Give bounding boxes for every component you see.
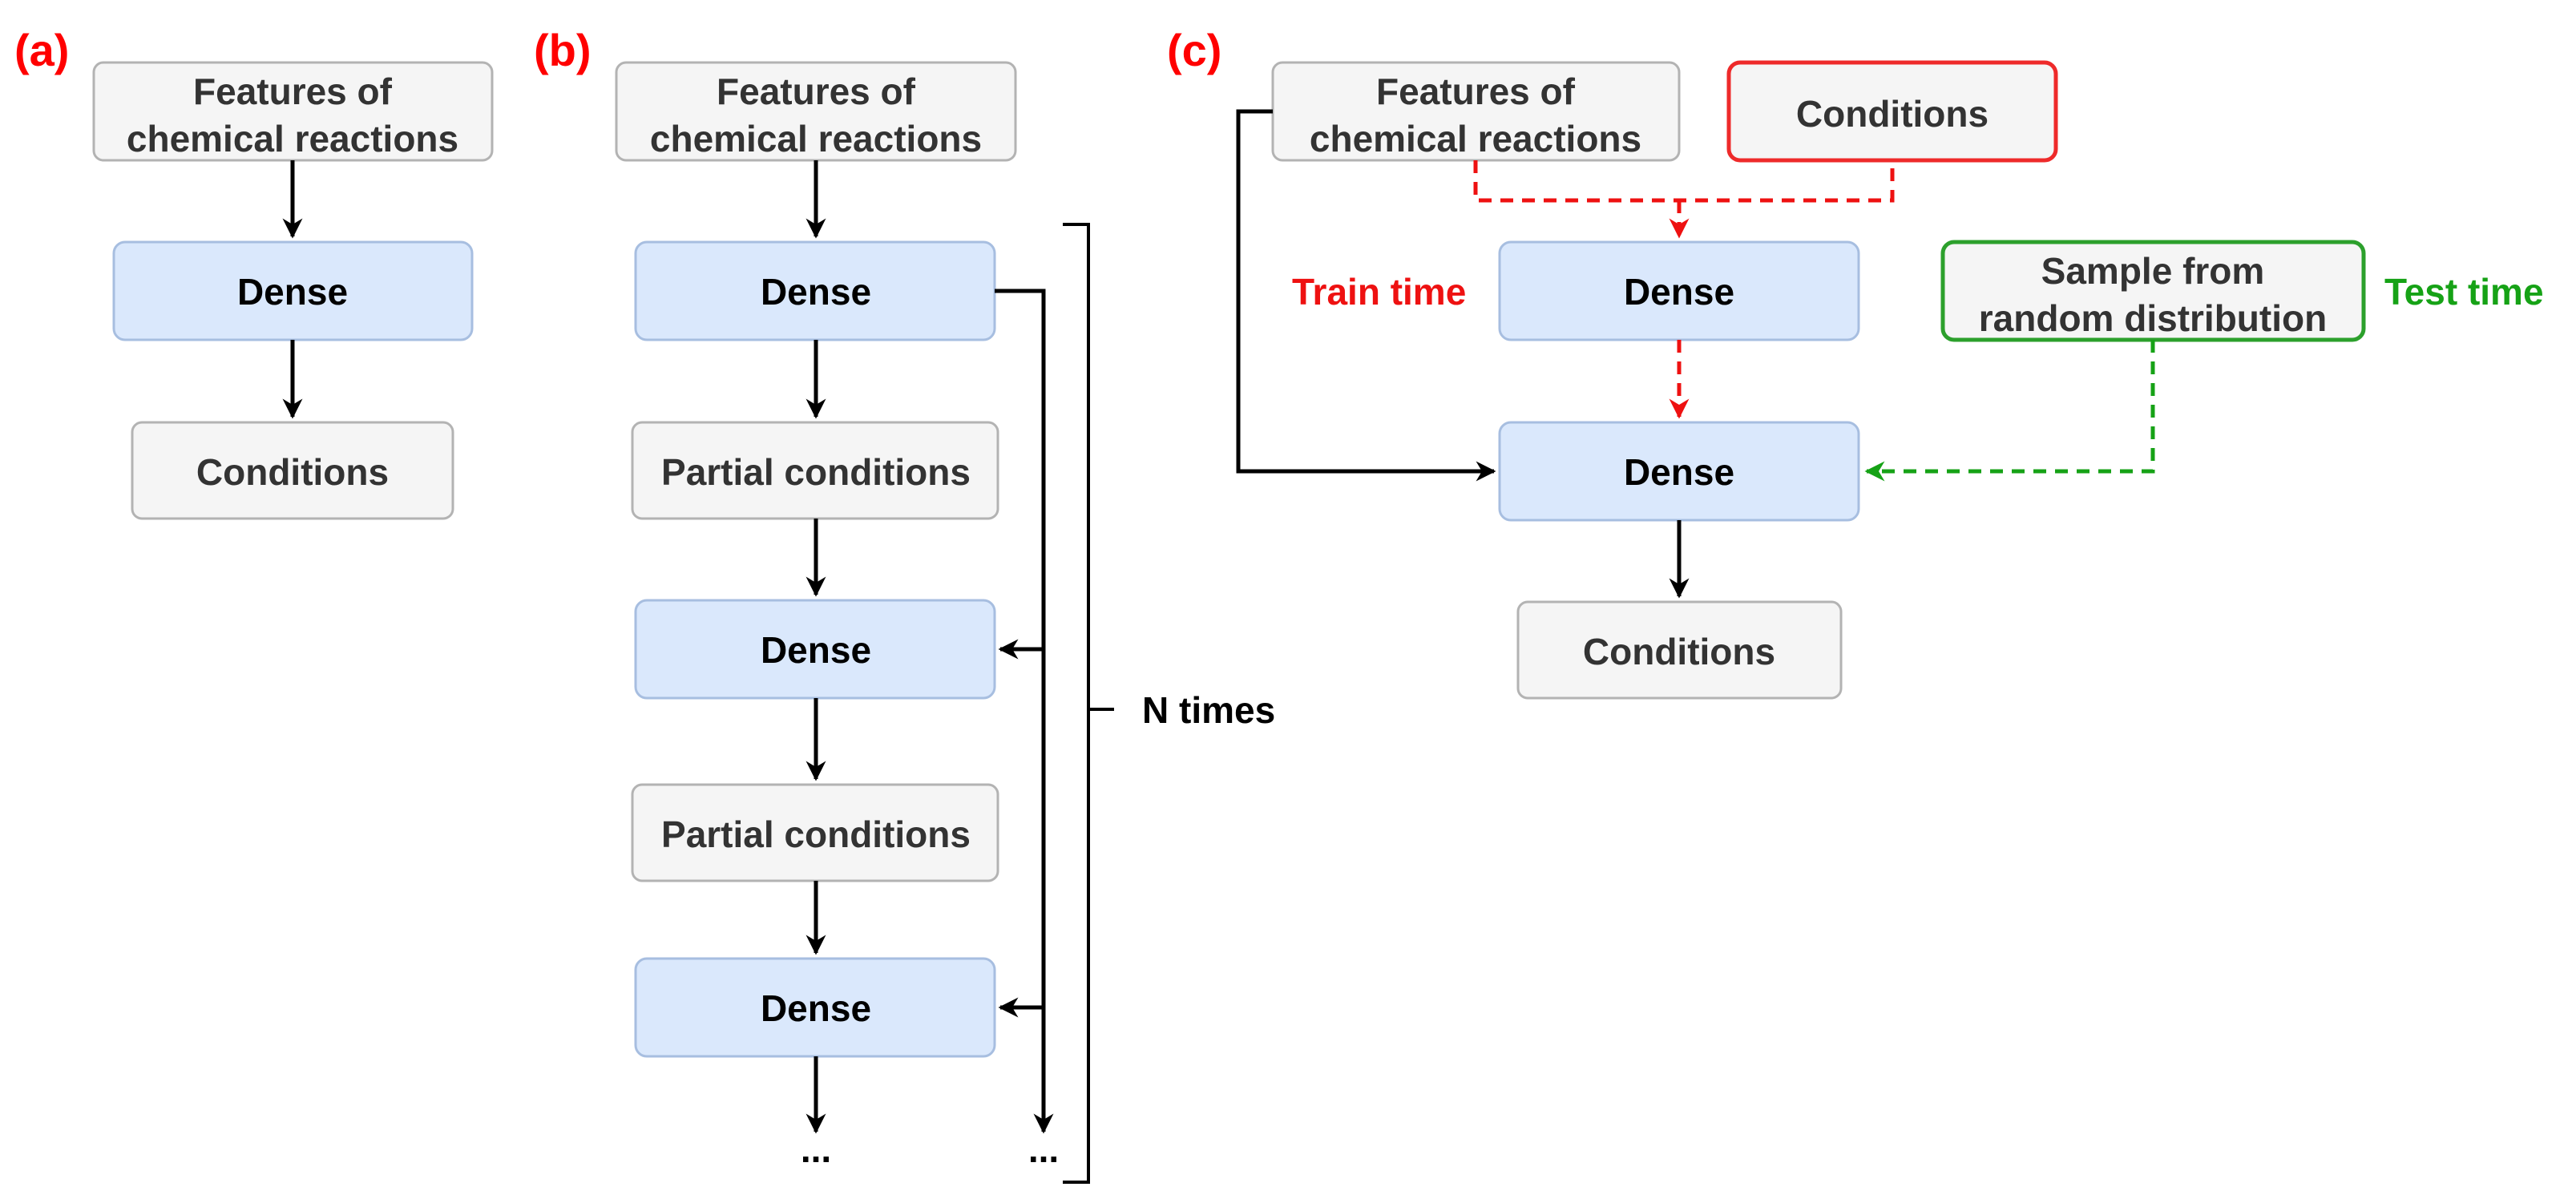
panel-c-train-time-label: Train time — [1292, 271, 1466, 313]
panel-c-dense-2-label: Dense — [1624, 451, 1734, 493]
panel-c-dense-box-2: Dense — [1498, 421, 1860, 522]
panel-c-conditions-input-label: Conditions — [1796, 93, 1989, 135]
panel-b-partial-2-label: Partial conditions — [661, 813, 971, 855]
panel-c-test-time-label: Test time — [2384, 271, 2544, 313]
panel-a-features-line1: Features of — [193, 71, 393, 112]
panel-b-dense-3-label: Dense — [761, 987, 871, 1029]
panel-b-dense-2-label: Dense — [761, 629, 871, 671]
panel-b-features-box: Features of chemical reactions — [615, 61, 1017, 162]
panel-c-train-merge-line — [1473, 160, 1895, 203]
panel-c-conditions-output-label: Conditions — [1583, 631, 1775, 672]
panel-a-features-line2: chemical reactions — [127, 118, 458, 159]
panel-a-features-box: Features of chemical reactions — [92, 61, 494, 162]
panel-b: (b) Features of chemical reactions Dense… — [534, 25, 1275, 1184]
panel-b-label: (b) — [534, 25, 592, 75]
panel-c-dense-box-1: Dense — [1498, 240, 1860, 341]
panel-b-skip-line — [995, 289, 1054, 1134]
panel-c-label: (c) — [1167, 25, 1221, 75]
panel-b-ellipsis-main: ... — [801, 1128, 831, 1170]
panel-b-dense-1-label: Dense — [761, 271, 871, 313]
panel-b-partial-box-2: Partial conditions — [631, 783, 999, 882]
panel-c-dense-1-label: Dense — [1624, 271, 1734, 313]
panel-c-features-box: Features of chemical reactions — [1271, 61, 1681, 162]
panel-a: (a) Features of chemical reactions Dense… — [14, 25, 494, 520]
panel-a-conditions-label: Conditions — [196, 451, 389, 493]
panel-c-conditions-input-box: Conditions — [1726, 60, 2058, 163]
panel-a-dense-box: Dense — [112, 240, 474, 341]
panel-b-features-line2: chemical reactions — [650, 118, 982, 159]
panel-b-dense-box-3: Dense — [634, 957, 996, 1058]
panel-b-features-line1: Features of — [717, 71, 916, 112]
panel-b-dense-box-1: Dense — [634, 240, 996, 341]
panel-c-features-line2: chemical reactions — [1310, 118, 1641, 159]
panel-b-repeat-label: N times — [1142, 689, 1275, 731]
panel-c-test-arrow — [1864, 340, 2155, 482]
panel-c-sample-line1: Sample from — [2041, 250, 2265, 292]
panel-c-conditions-output-box: Conditions — [1516, 600, 1843, 700]
panel-c-features-line1: Features of — [1376, 71, 1576, 112]
panel-c-features-skip-arrow — [1236, 109, 1496, 482]
panel-b-partial-box-1: Partial conditions — [631, 421, 999, 520]
panel-a-dense-label: Dense — [237, 271, 348, 313]
panel-b-ellipsis-side: ... — [1028, 1128, 1059, 1170]
panel-b-dense-box-2: Dense — [634, 599, 996, 700]
panel-a-conditions-box: Conditions — [131, 421, 454, 520]
panel-c-sample-line2: random distribution — [1979, 297, 2327, 339]
panel-b-repeat-bracket — [1063, 223, 1090, 1184]
panel-c-sample-box: Sample from random distribution — [1940, 240, 2366, 342]
panel-c: (c) Features of chemical reactions Condi… — [1167, 25, 2544, 700]
panel-a-label: (a) — [14, 25, 69, 75]
panel-b-partial-1-label: Partial conditions — [661, 451, 971, 493]
